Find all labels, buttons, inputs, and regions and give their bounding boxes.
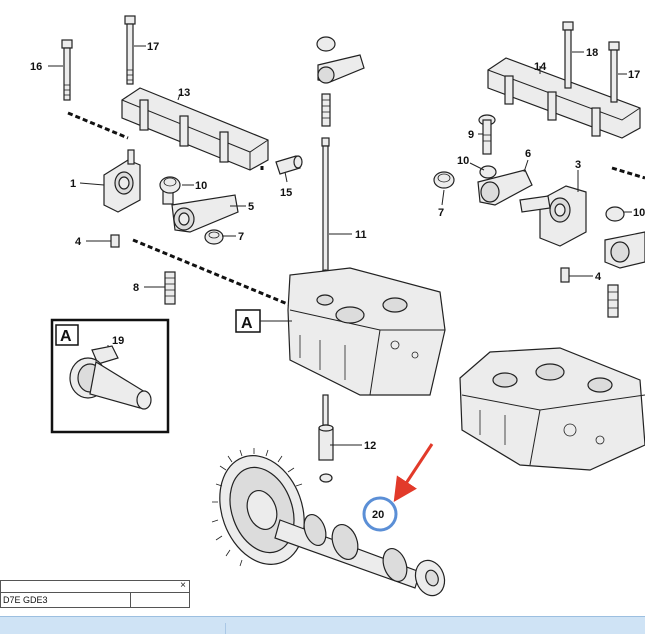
plug-15: [275, 155, 303, 175]
rocker-top-center: [316, 36, 365, 84]
cylinder-head-center: [287, 267, 446, 396]
bolt-17-right: [608, 41, 620, 103]
label-13: 13: [178, 87, 190, 99]
label-4: 4: [75, 236, 82, 248]
cylinder-head-right: [459, 347, 645, 471]
label-19: 19: [112, 335, 124, 347]
stud-right: [607, 284, 619, 318]
rocker-arm-right-lower: [604, 206, 645, 269]
inset-a-label: A: [60, 328, 72, 345]
dowel-4-right: [560, 267, 570, 283]
info-field-empty[interactable]: [131, 592, 189, 607]
label-14: 14: [534, 61, 547, 73]
rocker-shaft-13: [121, 87, 269, 171]
cap-7-left: [204, 229, 224, 245]
callout-a-main: A: [235, 309, 292, 333]
label-4-right: 4: [595, 271, 602, 283]
red-pointer-arrow: [393, 443, 434, 503]
label-17: 17: [147, 41, 159, 53]
label-1: 1: [70, 178, 76, 190]
info-field[interactable]: D7E GDE3: [1, 592, 131, 607]
label-7: 7: [238, 231, 244, 243]
stud-8: [164, 271, 176, 305]
rocker-arm-6: [477, 169, 533, 206]
label-5: 5: [248, 201, 254, 213]
info-box: × D7E GDE3: [0, 580, 190, 608]
leader-lines: [48, 45, 632, 446]
label-15: 15: [280, 187, 292, 199]
rocker-shaft-14: [487, 57, 641, 139]
bottom-bar-separator: [225, 623, 226, 634]
label-6: 6: [525, 148, 531, 160]
close-icon[interactable]: ×: [180, 580, 186, 591]
label-18: 18: [586, 47, 598, 59]
inset-a: A: [50, 318, 170, 434]
label-9: 9: [468, 129, 474, 141]
label-12: 12: [364, 440, 376, 452]
label-11: 11: [355, 229, 367, 241]
dowel-4: [110, 234, 120, 248]
bracket-3: [519, 185, 587, 247]
tappet-12: [318, 394, 334, 483]
nut-10-right: [479, 165, 497, 179]
label-10-right: 10: [457, 155, 469, 167]
rocker-arm-5: [162, 189, 239, 233]
callout-a-main-label: A: [241, 315, 253, 332]
bolt-16: [61, 39, 73, 101]
bolt-17: [124, 15, 136, 85]
bracket-1: [103, 149, 141, 213]
nut-10-left: [159, 176, 181, 194]
bolt-18: [562, 21, 574, 89]
pushrod-11: [320, 137, 331, 277]
part-labels: 16 17 13 1 10 5 7 4 8 15 11 12 19 20 14 …: [30, 41, 645, 521]
adjuster-screw-center: [321, 93, 331, 127]
camshaft-20: [211, 448, 446, 597]
label-10-far-right: 10: [633, 207, 645, 219]
bottom-bar: [0, 616, 645, 634]
label-7-right: 7: [438, 207, 444, 219]
screw-9: [478, 114, 496, 155]
label-8: 8: [133, 282, 139, 294]
label-10: 10: [195, 180, 207, 192]
label-3: 3: [575, 159, 581, 171]
cap-7-right: [433, 171, 455, 189]
label-16: 16: [30, 61, 42, 73]
label-17-right: 17: [628, 69, 640, 81]
label-20: 20: [372, 509, 384, 521]
highlight-circle-20: [362, 496, 398, 532]
